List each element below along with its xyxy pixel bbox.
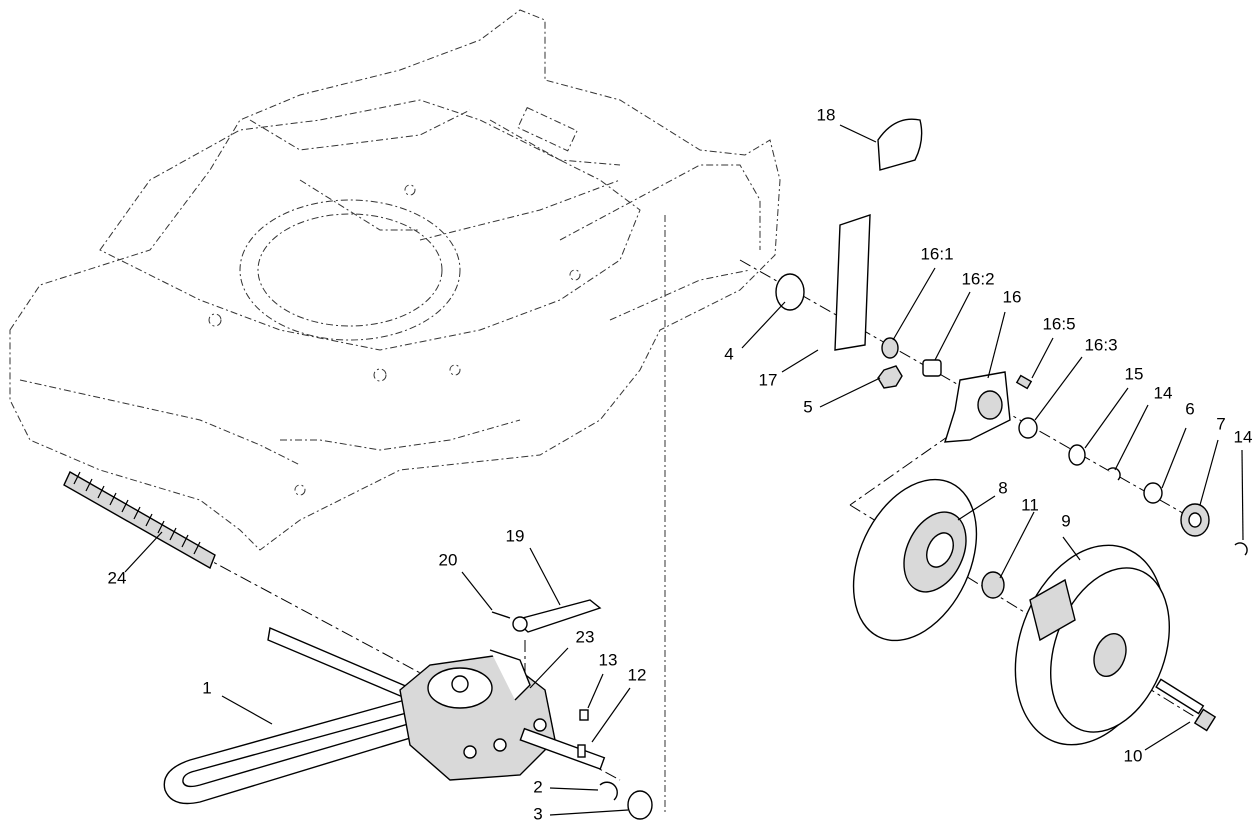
leader-lines [124, 124, 1244, 816]
callout-24: 24 [108, 568, 127, 587]
part-6-washer [1143, 482, 1163, 504]
mower-deck-outline [9, 9, 781, 815]
part-23-transmission [399, 649, 556, 781]
callout-9: 9 [1061, 511, 1070, 530]
part-10-bolt [1155, 678, 1217, 732]
callout-10: 10 [1124, 746, 1143, 765]
callout-14a: 14 [1154, 383, 1173, 402]
callout-4: 4 [724, 344, 733, 363]
part-16-wheel-bracket [944, 371, 1011, 443]
callout-20: 20 [439, 550, 458, 569]
part-11-bushing [981, 571, 1005, 599]
part-7-pinion-gear [1180, 503, 1210, 537]
callout-5: 5 [803, 397, 812, 416]
callout-18: 18 [817, 105, 836, 124]
callout-16-5: 16:5 [1042, 314, 1075, 333]
callout-16-1: 16:1 [920, 244, 953, 263]
part-24-spring [63, 471, 216, 570]
part-16-3-washer [1018, 417, 1038, 439]
callout-6: 6 [1185, 399, 1194, 418]
part-17-height-plate [834, 214, 871, 351]
part-8-wheel-cover [852, 478, 978, 642]
callout-3: 3 [533, 804, 542, 823]
part-18-knob [877, 118, 923, 171]
part-14-clip-1 [1107, 467, 1121, 481]
callout-11: 11 [1021, 495, 1039, 514]
callout-16-3: 16:3 [1084, 335, 1117, 354]
part-12-spring-pin [577, 744, 586, 758]
callout-16-2: 16:2 [961, 269, 994, 288]
callout-19: 19 [506, 526, 525, 545]
part-9-wheel [1014, 544, 1170, 746]
callout-1: 1 [202, 678, 211, 697]
part-15-washer [1068, 444, 1086, 466]
callout-13: 13 [599, 650, 618, 669]
part-16-5-grease-fitting [1015, 374, 1033, 390]
part-4-bushing [775, 273, 805, 311]
part-13-key [579, 709, 589, 721]
part-19-shift-lever [512, 599, 602, 633]
part-16-2-spacer [922, 359, 942, 377]
callout-17: 17 [759, 370, 778, 389]
callout-14b: 14 [1234, 427, 1253, 446]
callout-16: 16 [1003, 287, 1022, 306]
callout-8: 8 [998, 478, 1007, 497]
part-16-1-bearing [881, 337, 899, 359]
part-14-clip-2 [1234, 542, 1248, 556]
axle-shaft [519, 727, 606, 770]
callout-labels: 1 2 3 4 5 6 7 8 9 10 11 12 13 14 14 15 1… [108, 105, 1253, 823]
part-5-nut [877, 365, 903, 389]
callout-2: 2 [533, 777, 542, 796]
part-3-washer [627, 790, 653, 820]
part-20-pin [491, 611, 511, 619]
callout-7: 7 [1216, 414, 1225, 433]
callout-23: 23 [576, 627, 595, 646]
part-1-drive-cable [163, 627, 421, 805]
part-2-retaining-ring [599, 781, 618, 801]
callout-15: 15 [1125, 364, 1144, 383]
callout-12: 12 [628, 665, 647, 684]
